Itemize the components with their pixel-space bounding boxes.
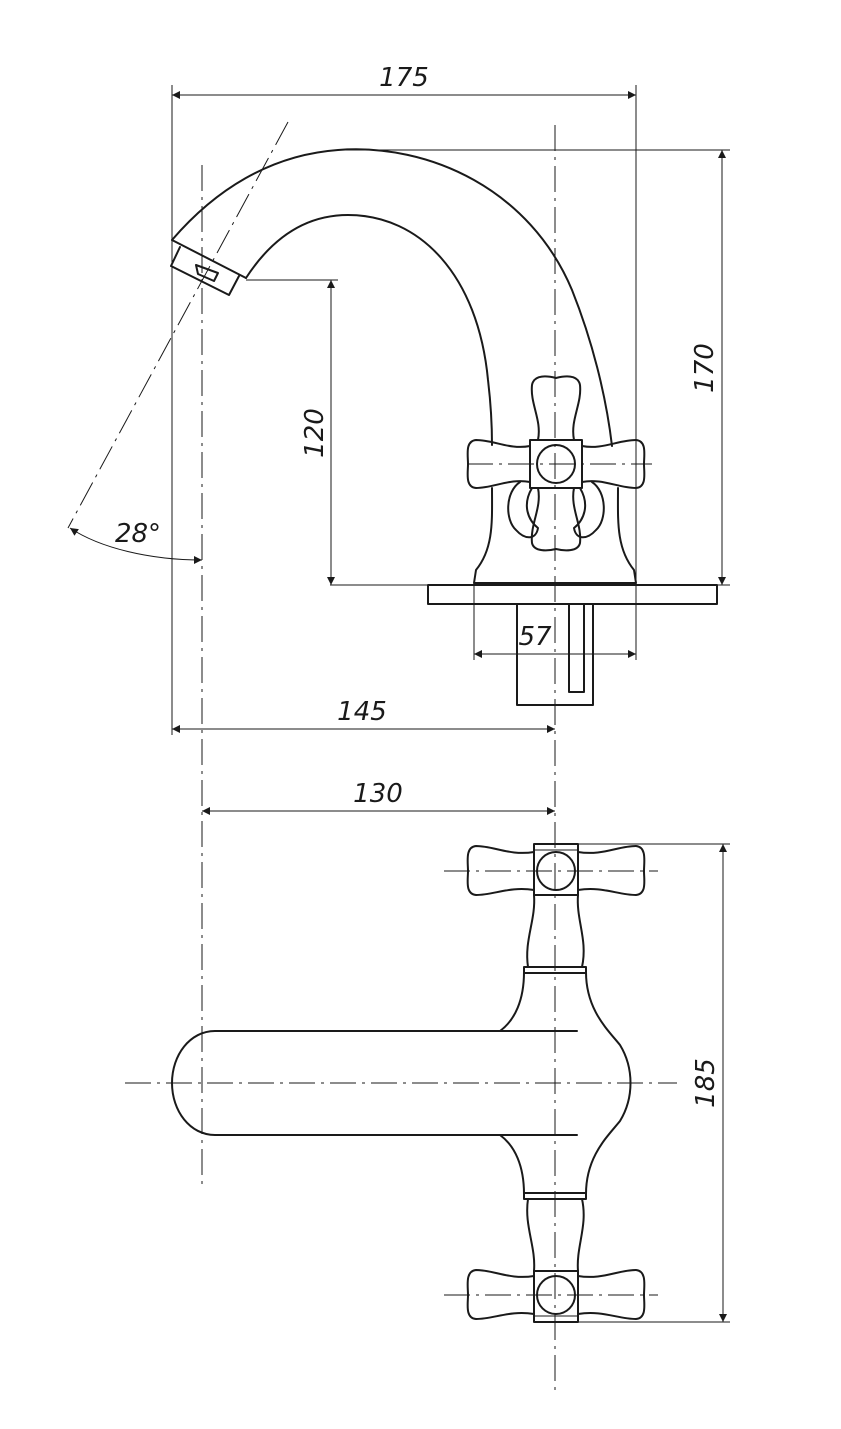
lower-handle-left-arm bbox=[466, 1269, 535, 1320]
lower-collar bbox=[523, 1192, 587, 1200]
lower-handle-hub bbox=[533, 1270, 579, 1323]
upper-collar bbox=[523, 966, 587, 974]
spout-inner-contour bbox=[245, 214, 493, 446]
dim-label-145: 145 bbox=[337, 697, 387, 727]
dim-label-130: 130 bbox=[353, 779, 403, 809]
side-view: 175 170 120 57 145 28° bbox=[67, 63, 730, 1395]
body-top-view bbox=[499, 971, 632, 1195]
valve-body bbox=[473, 487, 637, 584]
upper-handle-cap bbox=[536, 851, 576, 891]
spout-top-view bbox=[171, 1030, 578, 1136]
upper-handle-left-arm bbox=[466, 845, 535, 896]
lower-handle-cap bbox=[536, 1275, 576, 1315]
dim-label-57: 57 bbox=[518, 622, 552, 652]
top-view: 130 185 bbox=[125, 779, 730, 1323]
handle-cross-right-arm bbox=[581, 439, 646, 489]
supply-tube bbox=[568, 603, 585, 693]
jet-axis-line bbox=[67, 121, 289, 529]
spout-outer-contour bbox=[171, 148, 613, 447]
upper-stem bbox=[526, 894, 585, 968]
dim-label-185: 185 bbox=[691, 1058, 721, 1108]
lower-handle-right-arm bbox=[577, 1269, 646, 1320]
valve-body-lobe-right bbox=[573, 481, 605, 539]
handle-cap-circle bbox=[536, 444, 576, 484]
handle-cross-top-arm bbox=[530, 375, 582, 441]
dim-label-170: 170 bbox=[690, 343, 720, 393]
lower-stem bbox=[526, 1198, 585, 1272]
upper-handle-hub bbox=[533, 843, 579, 896]
handle-cross-bottom-arm bbox=[530, 487, 582, 552]
aerator-slot bbox=[195, 264, 219, 282]
handle-hub bbox=[529, 439, 583, 489]
spout-tip bbox=[171, 239, 247, 279]
valve-body-lobe bbox=[507, 481, 539, 539]
base-plate bbox=[427, 584, 718, 605]
dim-label-120: 120 bbox=[300, 408, 330, 458]
dim-label-175: 175 bbox=[379, 63, 429, 93]
aerator-nozzle bbox=[170, 246, 240, 296]
upper-handle-right-arm bbox=[577, 845, 646, 896]
handle-cross-left-arm bbox=[466, 439, 531, 489]
angle-label-28: 28° bbox=[115, 519, 161, 549]
angle-arc-28 bbox=[69, 527, 203, 564]
